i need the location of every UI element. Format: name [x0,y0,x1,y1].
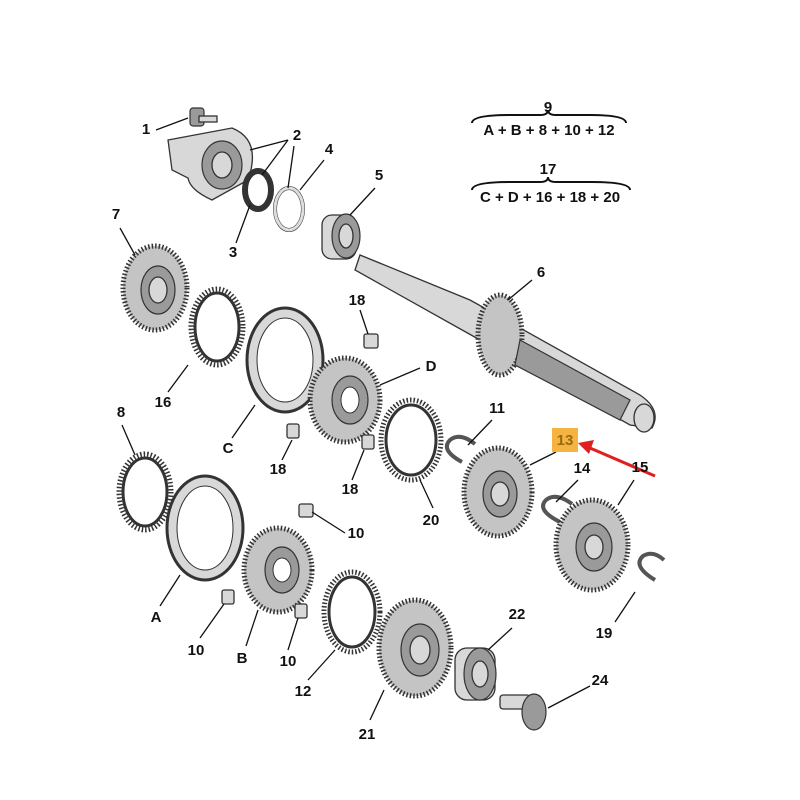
label-19: 19 [596,625,613,642]
formula-17: 17 C + D + 16 + 18 + 20 [471,161,631,206]
formula-total: 9 [544,99,552,116]
formula-total: 17 [540,161,557,178]
label-3: 3 [229,244,237,261]
part-15-gear [553,497,631,593]
part-16-synchro-ring [188,286,246,368]
part-22-bearing [454,647,497,701]
label-15: 15 [632,459,649,476]
part-18-key [363,333,379,349]
part-C-sleeve [245,306,325,414]
part-B-hub [241,525,315,615]
label-22: 22 [509,606,526,623]
label-14: 14 [574,460,591,477]
label-16: 16 [155,394,172,411]
part-13-gear [461,445,535,539]
part-24-nut [499,693,547,731]
label-11: 11 [489,400,505,417]
label-4: 4 [325,141,334,158]
brace [471,176,631,191]
label-5: 5 [375,167,383,184]
formula-9: 9 A + B + 8 + 10 + 12 [471,99,627,139]
label-A: A [151,609,162,626]
label-7: 7 [112,206,120,223]
label-24: 24 [592,672,609,689]
label-10: 10 [280,653,297,670]
part-4-ring [273,186,305,232]
part-19-circlip [637,551,666,582]
label-2: 2 [293,127,301,144]
formula-expression: A + B + 8 + 10 + 12 [483,122,614,139]
label-18: 18 [349,292,366,309]
label-12: 12 [295,683,312,700]
part-11-circlip [445,434,477,464]
label-1: 1 [142,121,150,138]
highlight-box [552,428,578,452]
label-21: 21 [359,726,376,743]
label-6: 6 [537,264,545,281]
label-20: 20 [423,512,440,529]
label-8: 8 [117,404,125,421]
label-10: 10 [188,642,205,659]
part-10-key [298,503,314,518]
part-A-sleeve [165,474,245,582]
red-arrow [578,440,656,478]
label-C: C [223,440,234,457]
part-18-key [286,423,300,439]
part-1-bolt [189,107,218,127]
label-13-highlighted: 13 [557,432,574,449]
part-10-key [294,603,308,619]
part-21-gear [376,597,454,699]
part-10-key [221,589,235,605]
part-12-synchro-ring [321,569,383,655]
part-D-hub [307,355,383,445]
part-3-seal [242,168,274,212]
label-18: 18 [270,461,287,478]
leader-lines [119,117,636,721]
part-6-main-shaft [354,254,656,433]
part-18-key [361,434,375,450]
part-2-bearing-housing [167,127,254,201]
part-20-synchro-ring [378,397,444,483]
part-7-gear [120,243,190,333]
label-D: D [426,358,437,375]
formula-expression: C + D + 16 + 18 + 20 [480,189,620,206]
part-8-synchro-ring [116,451,174,533]
label-18: 18 [342,481,359,498]
label-10: 10 [348,525,365,542]
part-14-circlip [541,494,574,524]
brace [471,109,627,124]
label-B: B [237,650,248,667]
part-5-bearing [321,213,361,260]
